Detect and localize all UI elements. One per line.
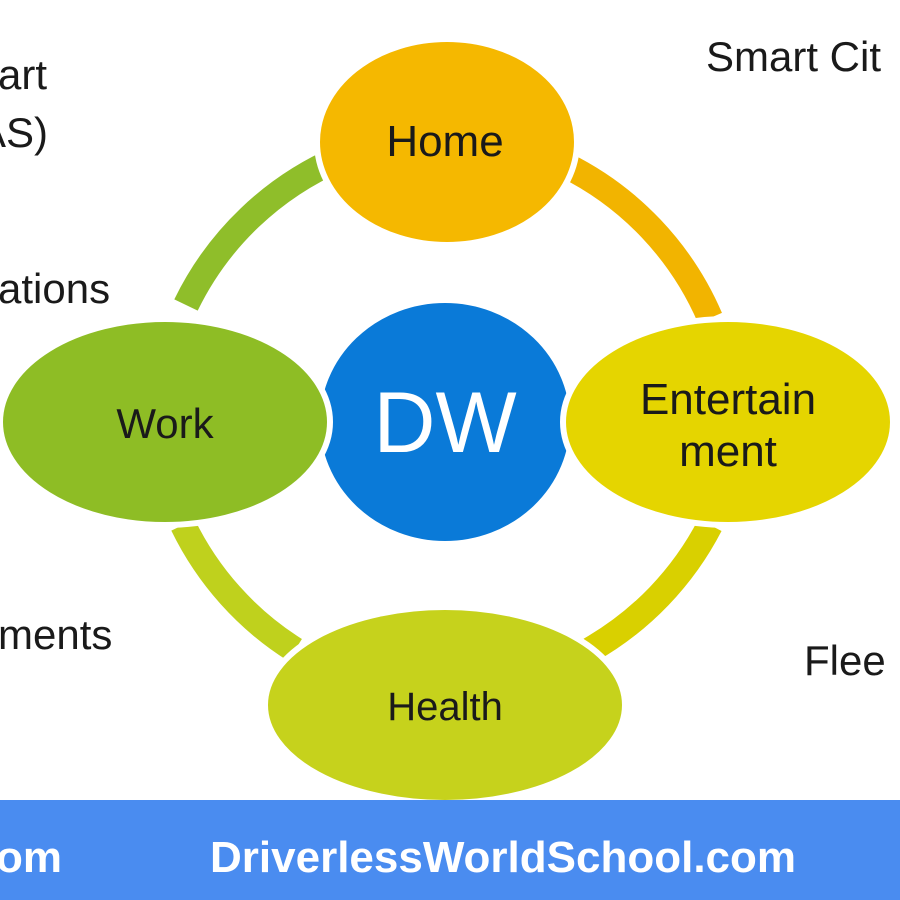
side-label-left-lower: ments: [0, 611, 113, 658]
ring-arc-entertainment-health: [583, 518, 722, 662]
node-entertainment-label-line1: Entertain: [640, 375, 816, 424]
side-label-right-lower: Flee: [804, 637, 886, 684]
side-label-top-right: Smart Cit: [706, 33, 882, 80]
node-home: [314, 36, 580, 248]
ring-arc-home-entertainment: [559, 153, 722, 324]
side-label-left-upper: ations: [0, 265, 111, 312]
node-home-label: Home: [386, 117, 503, 166]
center-label: DW: [373, 375, 516, 471]
footer-banner: om DriverlessWorldSchool.com: [0, 800, 900, 900]
node-health-label: Health: [387, 685, 503, 729]
node-entertainment-label-line2: ment: [679, 427, 777, 476]
ring-arc-work-home: [174, 146, 346, 311]
footer-site-link[interactable]: DriverlessWorldSchool.com: [210, 833, 797, 882]
ring-arc-health-work: [171, 519, 303, 662]
node-entertainment: [560, 316, 896, 528]
node-work: [0, 316, 333, 528]
node-work-label: Work: [116, 400, 214, 447]
side-label-top-left-2: AS): [0, 109, 49, 156]
side-label-top-left-1: art: [0, 51, 48, 98]
footer-left-text: om: [0, 833, 62, 882]
